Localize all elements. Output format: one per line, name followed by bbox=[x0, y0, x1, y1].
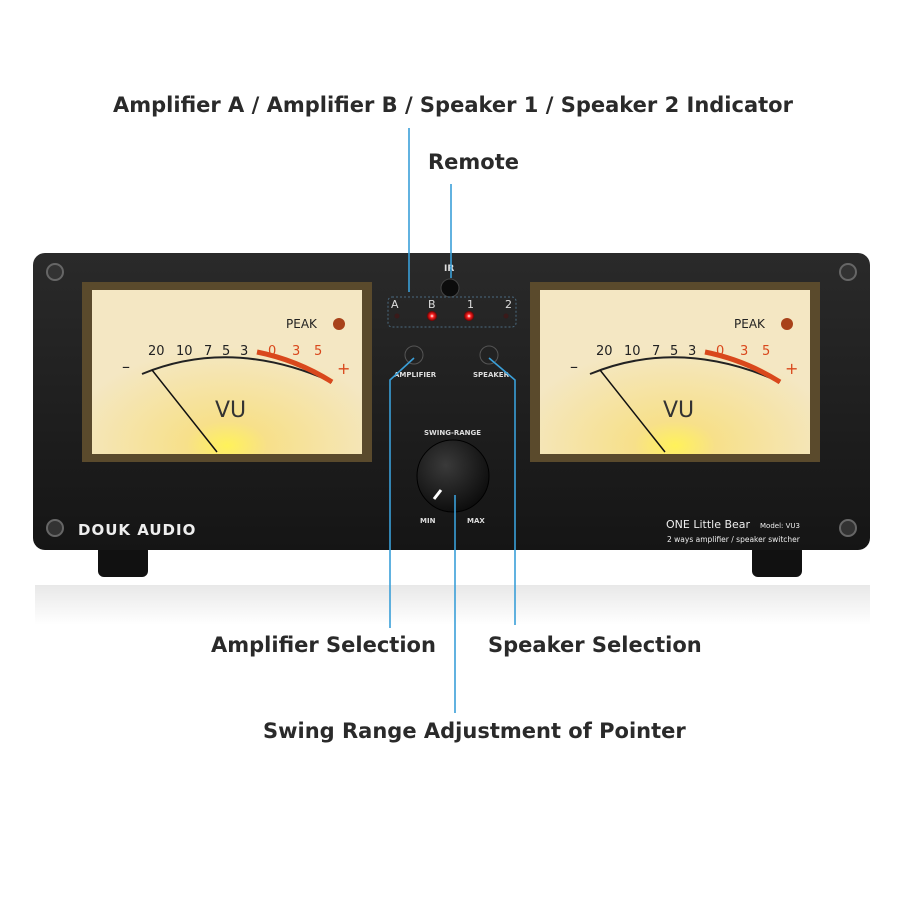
callout-remote: Remote bbox=[428, 150, 520, 174]
reflection bbox=[35, 585, 870, 625]
product-name: ONE Little Bear bbox=[666, 518, 751, 531]
speaker-button-label: SPEAKER bbox=[473, 371, 510, 379]
svg-text:PEAK: PEAK bbox=[734, 317, 766, 331]
brand-logo: DOUK AUDIO bbox=[78, 521, 196, 539]
callout-swing-range: Swing Range Adjustment of Pointer bbox=[263, 719, 686, 743]
ir-label: IR bbox=[444, 264, 454, 274]
callout-lines bbox=[389, 128, 516, 713]
ir-sensor bbox=[440, 278, 460, 298]
svg-text:B: B bbox=[428, 298, 436, 311]
knob-min: MIN bbox=[420, 517, 436, 525]
svg-text:VU: VU bbox=[663, 398, 694, 423]
led-a bbox=[394, 313, 400, 319]
speaker-button[interactable] bbox=[479, 345, 499, 365]
foot-left bbox=[98, 545, 148, 577]
screws bbox=[46, 263, 857, 537]
led-b bbox=[427, 311, 437, 321]
knob-pointer bbox=[432, 489, 443, 500]
svg-text:A: A bbox=[391, 298, 399, 311]
led-1 bbox=[464, 311, 474, 321]
callout-indicator: Amplifier A / Amplifier B / Speaker 1 / … bbox=[113, 93, 793, 117]
knob-max: MAX bbox=[467, 517, 485, 525]
amplifier-button-label: AMPLIFIER bbox=[394, 371, 437, 379]
amplifier-button[interactable] bbox=[404, 345, 424, 365]
tagline: 2 ways amplifier / speaker switcher bbox=[667, 535, 801, 544]
svg-text:–: – bbox=[570, 357, 578, 376]
swing-range-knob[interactable] bbox=[416, 439, 490, 513]
led-2 bbox=[503, 313, 509, 319]
svg-text:+: + bbox=[785, 359, 798, 378]
callout-speaker-selection: Speaker Selection bbox=[488, 633, 702, 657]
indicator-labels: A B 1 2 bbox=[391, 298, 512, 311]
svg-text:035: 035 bbox=[268, 344, 322, 359]
svg-text:1: 1 bbox=[467, 298, 474, 311]
foot-right bbox=[752, 545, 802, 577]
svg-text:035: 035 bbox=[716, 344, 770, 359]
knob-title: SWING-RANGE bbox=[424, 429, 481, 437]
svg-text:2: 2 bbox=[505, 298, 512, 311]
model-label: Model: VU3 bbox=[760, 522, 800, 530]
callout-amplifier-selection: Amplifier Selection bbox=[211, 633, 436, 657]
svg-text:+: + bbox=[337, 359, 350, 378]
indicator-box bbox=[387, 296, 517, 328]
svg-text:–: – bbox=[122, 357, 130, 376]
svg-text:PEAK: PEAK bbox=[286, 317, 318, 331]
svg-text:VU: VU bbox=[215, 398, 246, 423]
